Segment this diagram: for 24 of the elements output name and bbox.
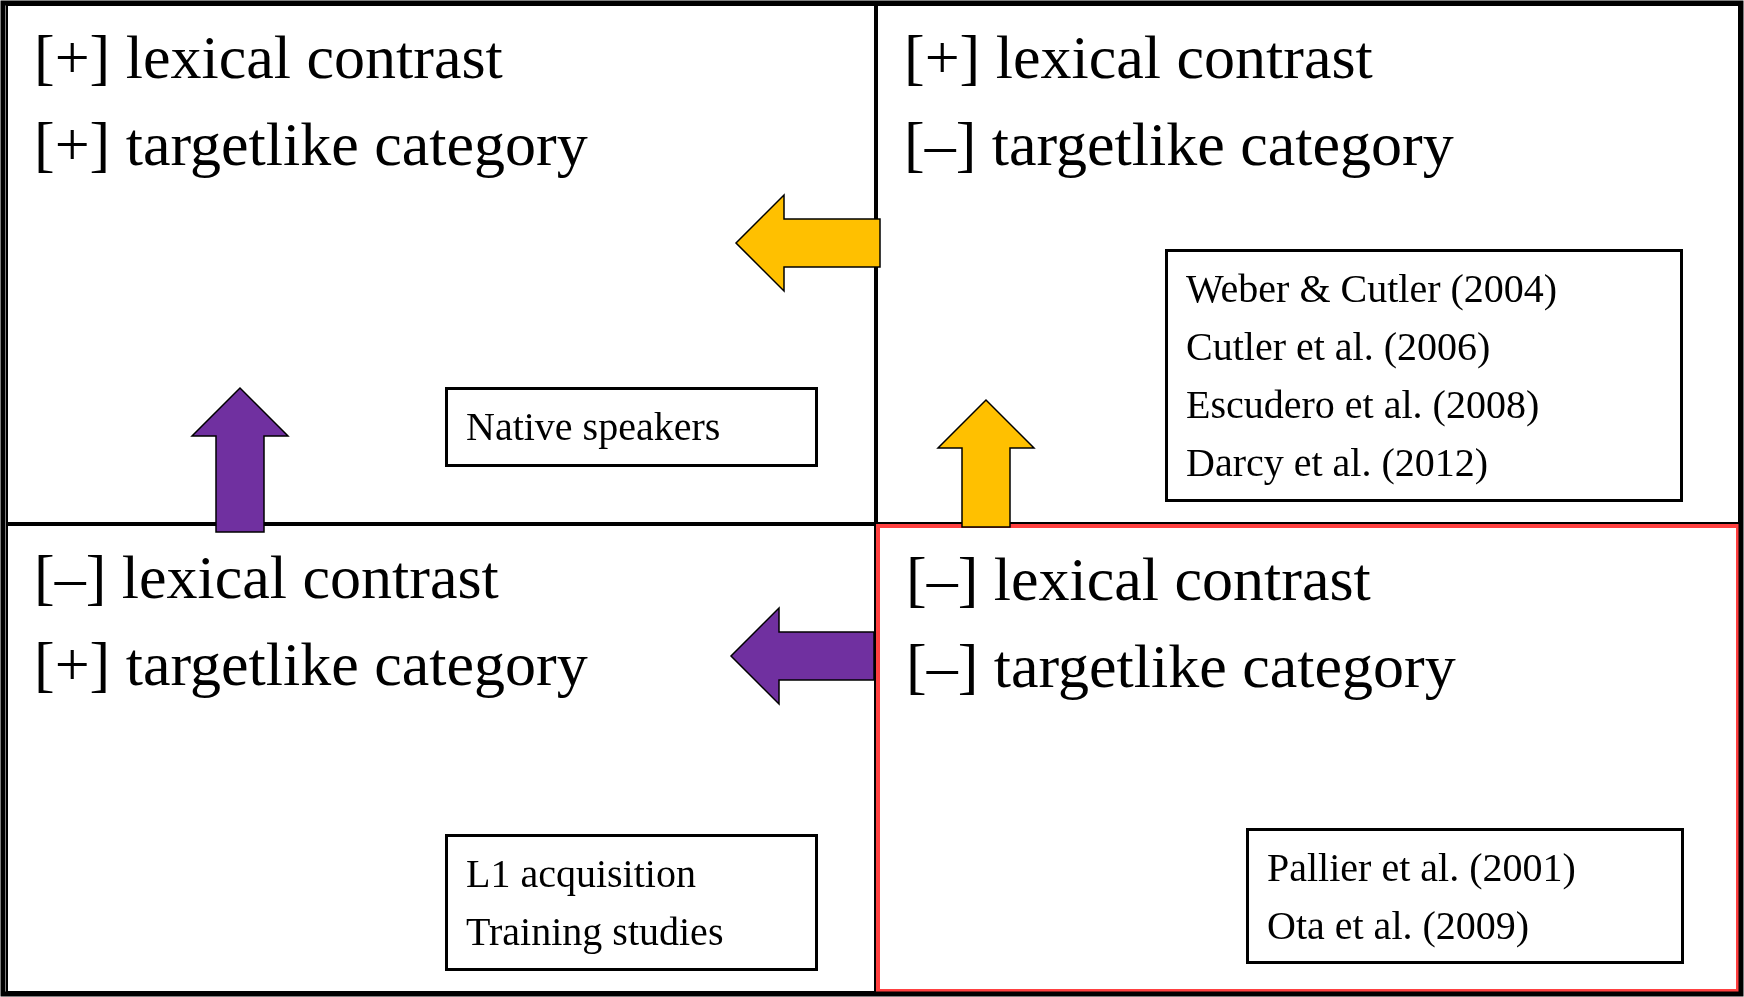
- quadrant-panel: [6, 524, 876, 993]
- citation-text: Cutler et al. (2006): [1186, 323, 1492, 371]
- note-box: [445, 387, 818, 467]
- citation-text: Escudero et al. (2008): [1186, 381, 1541, 429]
- block-arrow: [190, 386, 290, 533]
- block-arrow: [936, 398, 1036, 528]
- citation-text: Training studies: [466, 908, 725, 956]
- category-label: [+] lexical contrast: [34, 26, 503, 88]
- quadrant-panel: [876, 4, 1740, 524]
- category-label: [–] lexical contrast: [34, 546, 499, 608]
- citation-text: Pallier et al. (2001): [1267, 844, 1577, 892]
- citation-box: [1246, 828, 1684, 964]
- citation-text: Native speakers: [466, 403, 722, 451]
- block-arrow: [734, 193, 881, 293]
- citation-text: Weber & Cutler (2004): [1186, 265, 1559, 313]
- quadrant-panel: [876, 524, 1740, 993]
- note-box: [445, 834, 818, 971]
- category-label: [+] lexical contrast: [904, 26, 1373, 88]
- citation-text: L1 acquisition: [466, 850, 697, 898]
- citation-text: Darcy et al. (2012): [1186, 439, 1490, 487]
- citation-text: Ota et al. (2009): [1267, 902, 1531, 950]
- category-label: [–] lexical contrast: [906, 548, 1371, 610]
- block-arrow: [729, 606, 875, 706]
- citation-box: [1165, 249, 1683, 502]
